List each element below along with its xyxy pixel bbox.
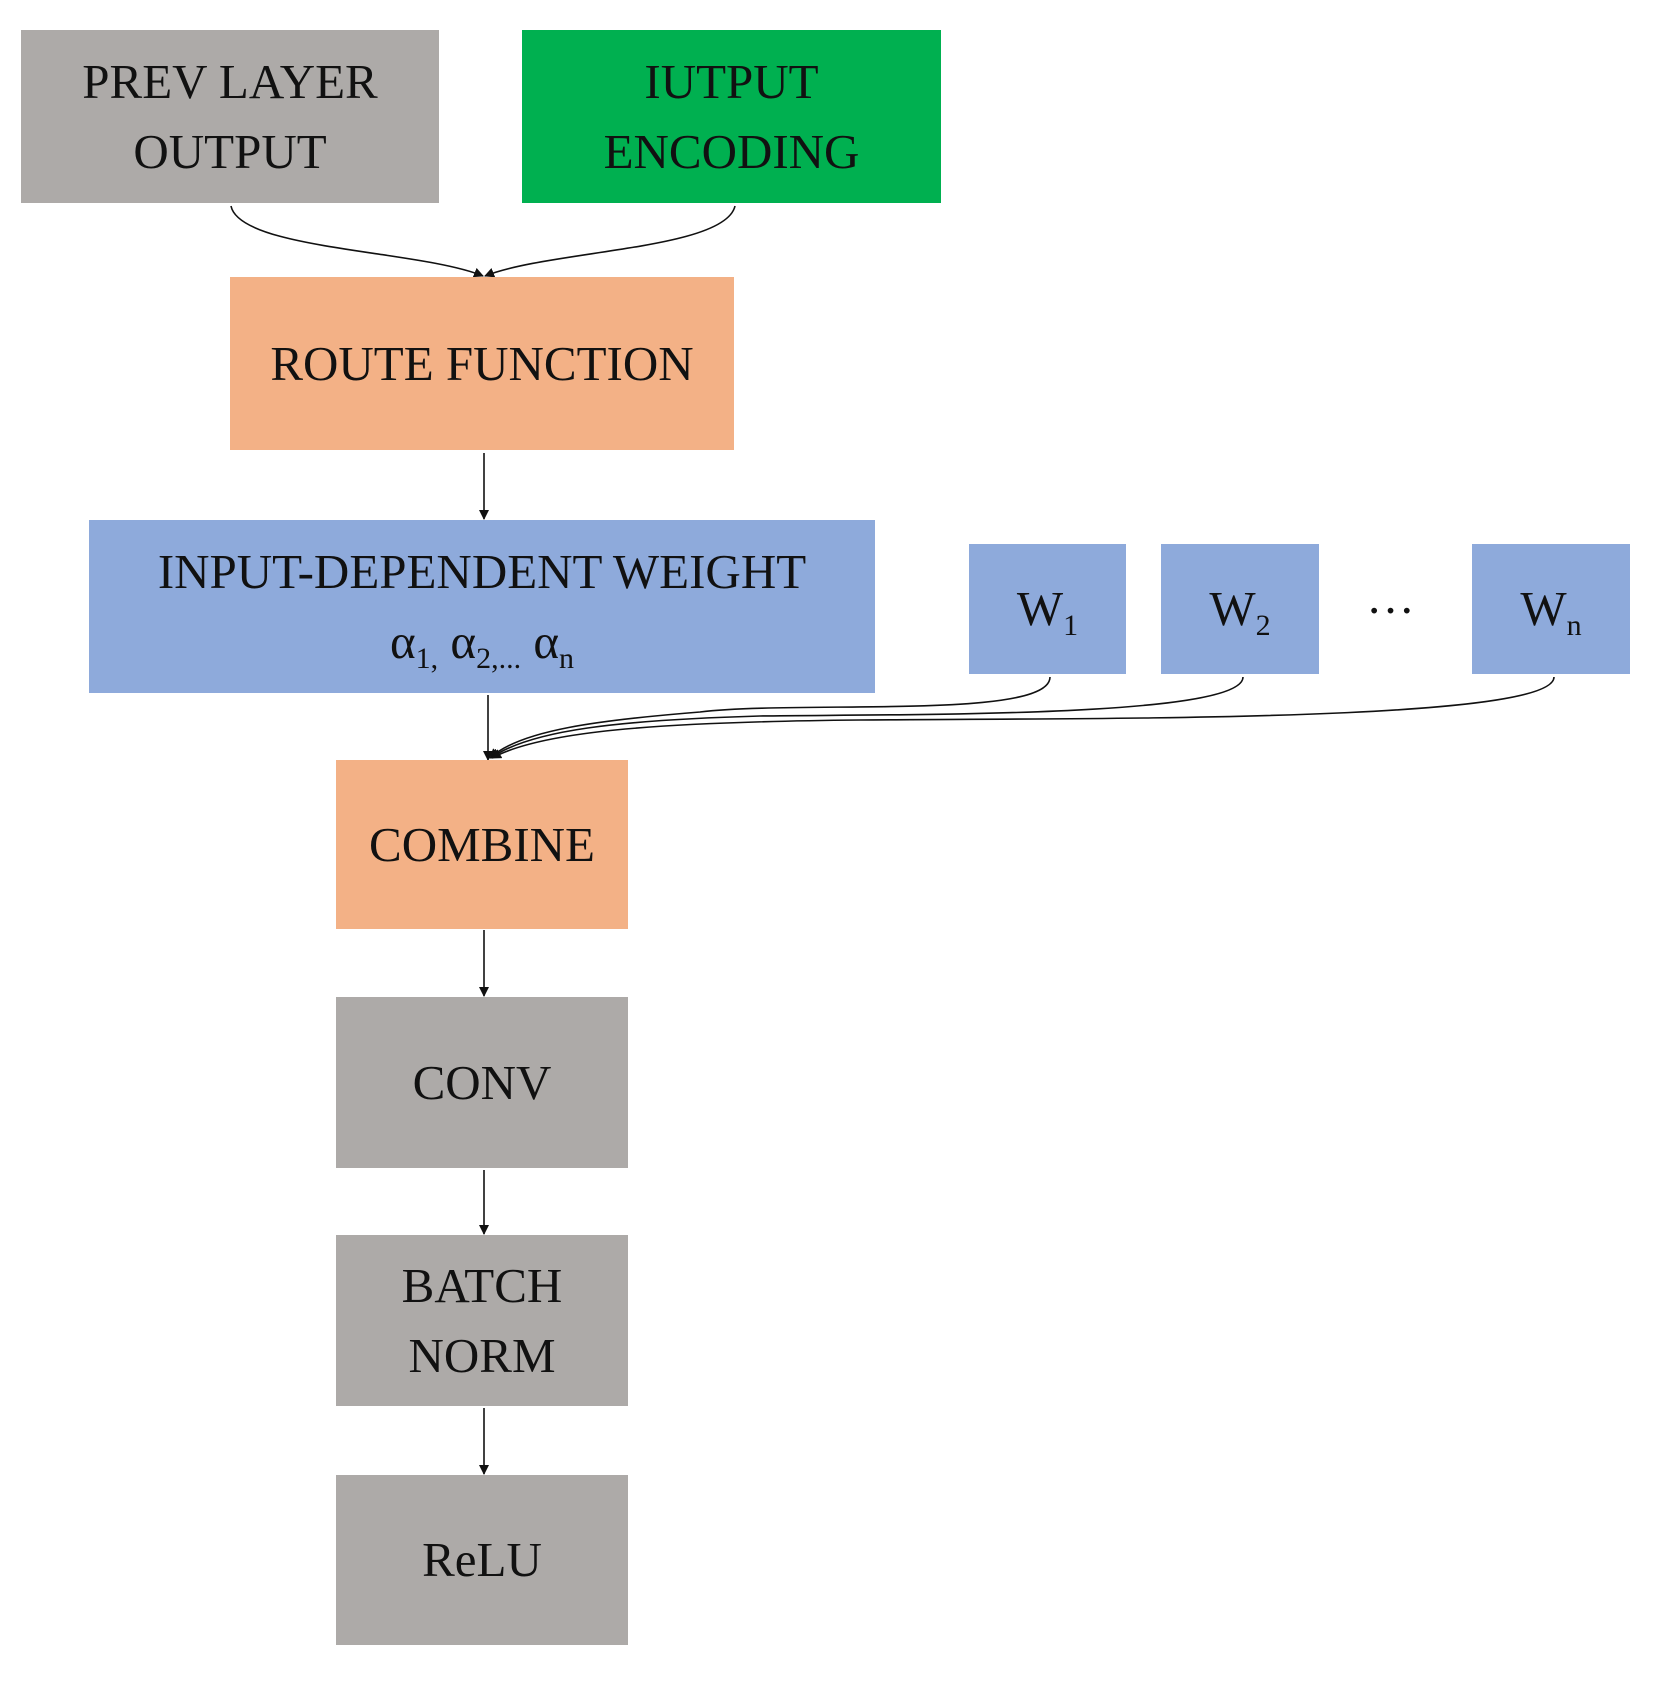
- batch-norm-box: BATCH NORM: [336, 1235, 628, 1406]
- conv-label: CONV: [412, 1054, 552, 1110]
- prev-layer-line1: PREV LAYER: [82, 53, 378, 109]
- batch-norm-line1: BATCH: [401, 1257, 563, 1313]
- input-dependent-weight-label: INPUT-DEPENDENT WEIGHT: [157, 543, 807, 599]
- w2-sub: 2: [1255, 609, 1271, 642]
- output-encoding-line2: ENCODING: [603, 123, 860, 179]
- weight-wn-box: Wn: [1472, 544, 1630, 674]
- route-function-label: ROUTE FUNCTION: [270, 335, 694, 391]
- w1-sub: 1: [1063, 609, 1079, 642]
- arrow-w1-to-combine: [489, 676, 1051, 759]
- wn-sub: n: [1566, 609, 1582, 642]
- combine-box: COMBINE: [336, 760, 628, 929]
- alpha-2-sub: 2,...: [476, 641, 522, 675]
- output-encoding-box: IUTPUT ENCODING: [522, 30, 941, 203]
- w1-symbol: W: [1016, 581, 1064, 636]
- alpha-2-symbol: α: [450, 613, 477, 669]
- conv-box: CONV: [336, 997, 628, 1168]
- alpha-1-sub: 1,: [415, 641, 439, 675]
- alpha-list: α1, α2,... αn: [390, 607, 574, 677]
- arrow-wn-to-combine: [491, 676, 1555, 759]
- batch-norm-line2: NORM: [408, 1327, 556, 1383]
- alpha-n-sub: n: [559, 641, 575, 675]
- input-dependent-weight-box: INPUT-DEPENDENT WEIGHT α1, α2,... αn: [89, 520, 875, 693]
- route-function-box: ROUTE FUNCTION: [230, 277, 734, 450]
- alpha-n-symbol: α: [533, 613, 560, 669]
- weights-ellipsis: ···: [1366, 583, 1415, 638]
- prev-layer-line2: OUTPUT: [133, 123, 327, 179]
- weight-w1-box: W1: [969, 544, 1126, 674]
- relu-box: ReLU: [336, 1475, 628, 1645]
- weight-w2-box: W2: [1161, 544, 1319, 674]
- w2-symbol: W: [1209, 581, 1256, 636]
- combine-label: COMBINE: [369, 816, 595, 872]
- arrow-encoding-to-route: [484, 205, 736, 278]
- arrow-prev-to-route: [230, 205, 484, 278]
- prev-layer-output-box: PREV LAYER OUTPUT: [21, 30, 439, 203]
- relu-label: ReLU: [422, 1532, 542, 1587]
- arrow-w2-to-combine: [490, 676, 1244, 759]
- output-encoding-line1: IUTPUT: [644, 53, 819, 109]
- alpha-1-symbol: α: [389, 613, 416, 669]
- wn-symbol: W: [1520, 581, 1567, 636]
